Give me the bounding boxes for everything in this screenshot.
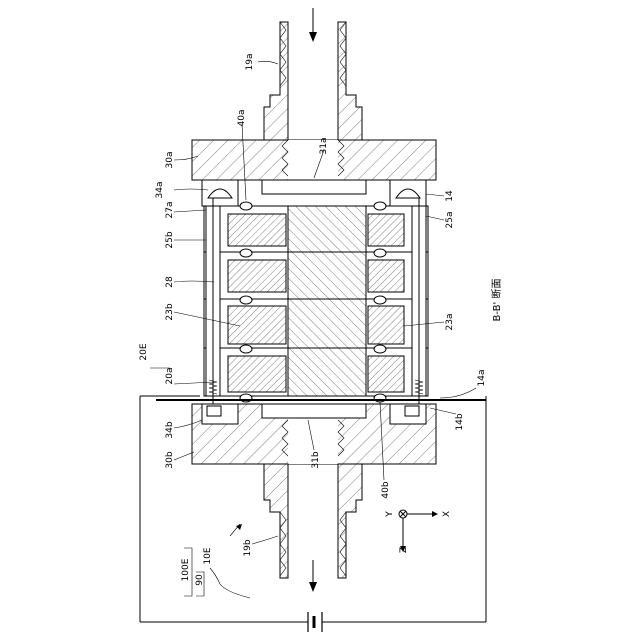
label-25a: 25a (445, 212, 455, 229)
label-40b: 40b (381, 481, 391, 498)
label-25b: 25b (165, 231, 175, 248)
label-20a: 20a (165, 368, 175, 385)
label-27a: 27a (165, 202, 175, 219)
label-34b: 34b (165, 421, 175, 438)
label-19a: 19a (245, 54, 255, 71)
label-14a: 14a (477, 370, 487, 387)
axis-z-label: Z (399, 547, 409, 553)
label-20E: 20E (139, 343, 149, 360)
label-31a: 31a (319, 138, 329, 155)
end-plate-30a (192, 140, 436, 206)
label-40a: 40a (237, 110, 247, 127)
label-100E: 100E (181, 558, 191, 581)
label-90: 90 (195, 574, 205, 586)
axis-labels: Y X Z (385, 511, 452, 553)
cell-stack (204, 198, 428, 404)
axis-y-label: Y (385, 511, 395, 518)
section-title: B-B' 断面 (490, 279, 503, 322)
label-14b: 14b (455, 413, 465, 430)
label-30a: 30a (165, 152, 175, 169)
label-34a: 34a (155, 182, 165, 199)
label-23a: 23a (445, 314, 455, 331)
label-23b: 23b (165, 303, 175, 320)
axis-x-label: X (442, 511, 452, 517)
label-10E: 10E (203, 547, 213, 564)
inlet-tube-19a (264, 8, 362, 140)
label-14: 14 (445, 190, 455, 202)
label-28: 28 (165, 276, 175, 288)
label-31b: 31b (311, 451, 321, 468)
outlet-tube-19b (264, 464, 362, 592)
axis-indicator (399, 510, 438, 552)
label-19b: 19b (243, 539, 253, 556)
label-30b: 30b (165, 451, 175, 468)
